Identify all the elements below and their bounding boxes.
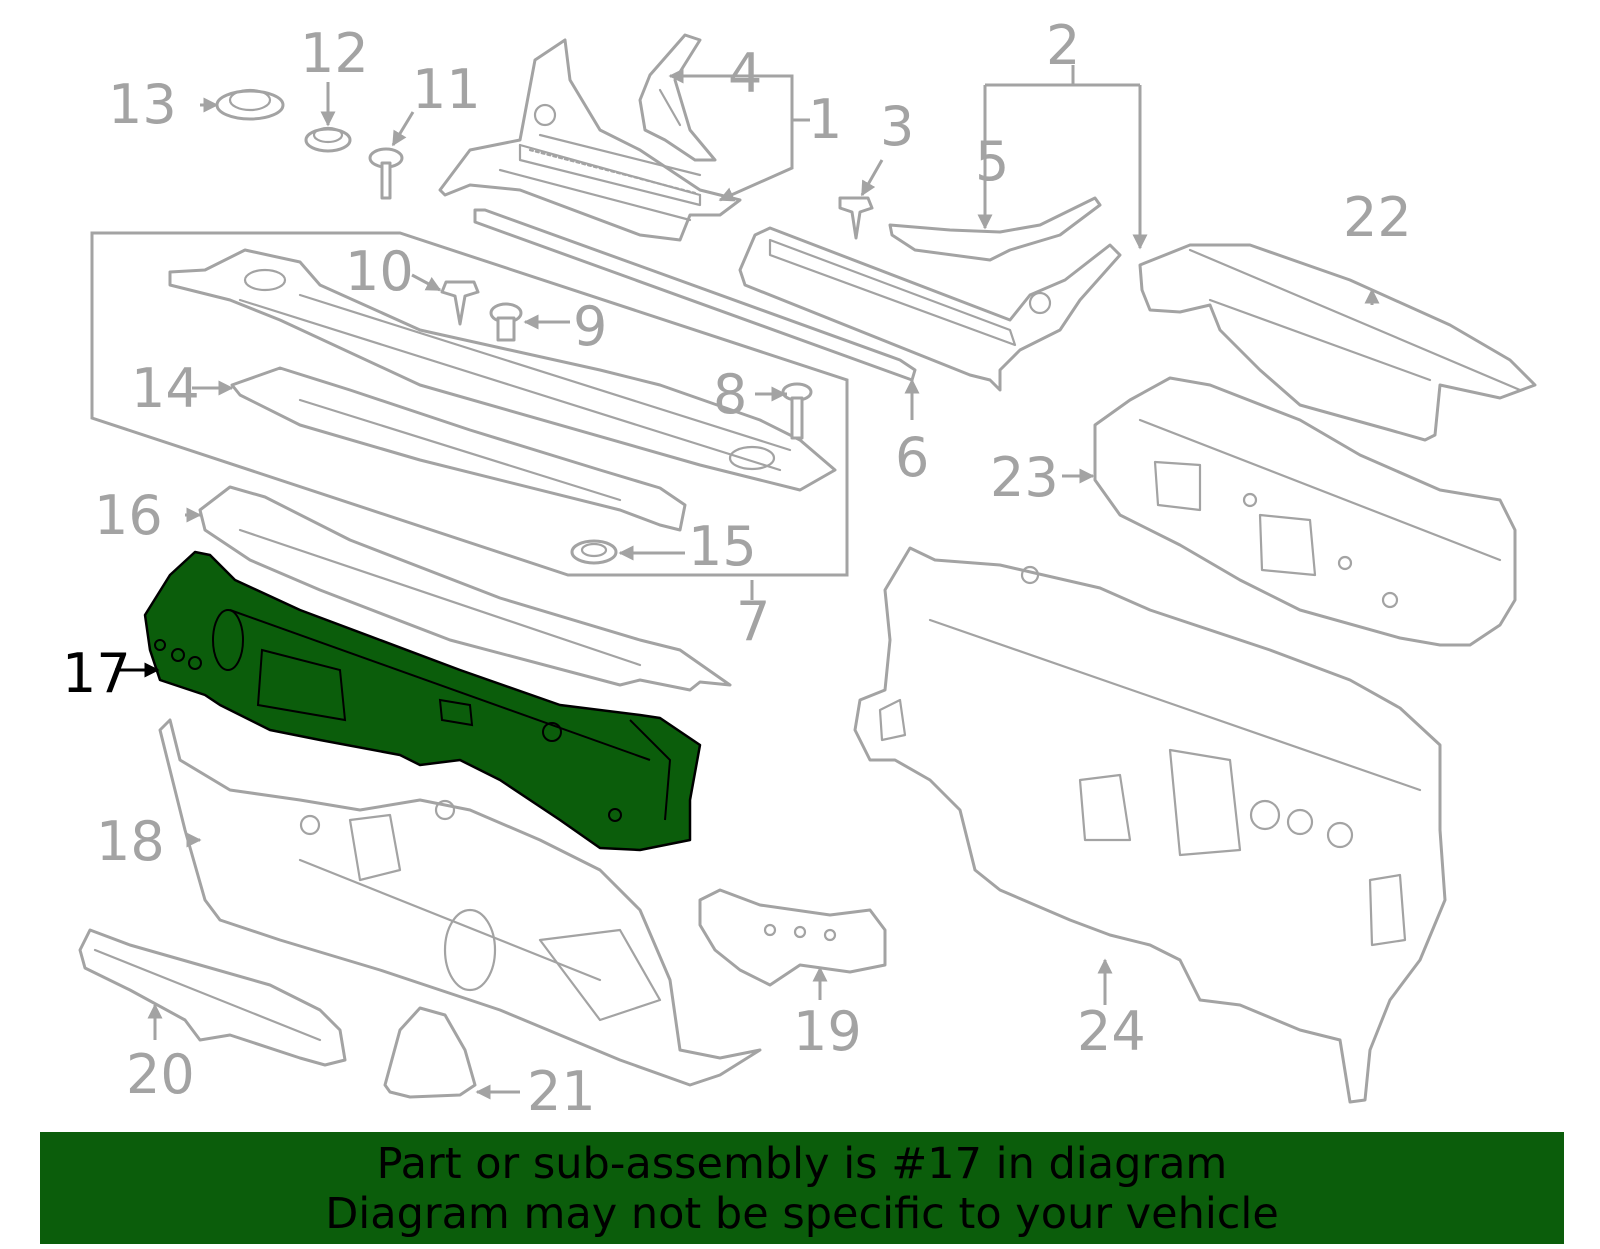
callout-2: 2 <box>1046 14 1080 77</box>
part-23-silencer <box>1093 376 1517 647</box>
part-22-outer-panel <box>1138 243 1537 442</box>
callout-19: 19 <box>793 1000 862 1063</box>
callout-20: 20 <box>126 1043 195 1106</box>
callout-10: 10 <box>345 240 414 303</box>
part-18-dash-insulator <box>158 718 762 1087</box>
part-21-cover <box>383 1006 477 1099</box>
callout-7: 7 <box>736 590 770 653</box>
part-16-reinforcement <box>198 485 732 692</box>
part-17-dash-panel-upper <box>143 550 702 852</box>
callout-5: 5 <box>975 130 1009 193</box>
part-12-plug <box>304 126 352 153</box>
callout-12: 12 <box>300 22 369 85</box>
callout-8: 8 <box>713 363 747 426</box>
part-11-bolt <box>368 147 404 200</box>
callout-21: 21 <box>527 1060 596 1123</box>
part-3-push-clip <box>838 196 874 240</box>
part-15-grommet <box>570 539 618 565</box>
part-6-weatherstrip <box>473 208 917 382</box>
callout-11: 11 <box>412 58 481 121</box>
assembly-7-box <box>90 231 849 577</box>
part-13-grommet <box>215 88 285 121</box>
callout-15: 15 <box>688 515 757 578</box>
leader-lines <box>115 65 1380 1100</box>
part-2-cowl-grille-assembly <box>738 226 1122 392</box>
callout-6: 6 <box>895 426 929 489</box>
callout-23: 23 <box>990 446 1059 509</box>
callout-labels: 1 2 3 4 5 6 7 8 9 10 11 12 13 14 15 16 1… <box>62 14 1412 1123</box>
banner-line-1: Part or sub-assembly is #17 in diagram <box>376 1139 1228 1189</box>
callout-3: 3 <box>880 95 914 158</box>
part-19-bracket <box>698 888 887 987</box>
part-24-dash-panel <box>853 546 1447 1104</box>
info-banner: Part or sub-assembly is #17 in diagram D… <box>40 1132 1564 1244</box>
callout-22: 22 <box>1343 186 1412 249</box>
part-14-brace <box>230 366 687 532</box>
callout-24: 24 <box>1077 1000 1146 1063</box>
part-10-push-pin <box>440 280 480 326</box>
callout-4: 4 <box>728 42 762 105</box>
banner-line-2: Diagram may not be specific to your vehi… <box>325 1189 1279 1239</box>
callout-18: 18 <box>96 810 165 873</box>
callout-13: 13 <box>108 73 177 136</box>
callout-17: 17 <box>62 642 131 705</box>
part-8-bolt <box>781 382 813 440</box>
part-7-upper-cowl-panel <box>168 248 837 492</box>
callout-9: 9 <box>573 295 607 358</box>
callout-14: 14 <box>131 357 200 420</box>
callout-1: 1 <box>808 88 842 151</box>
part-20-lower-rail <box>78 928 347 1067</box>
part-9-clip <box>489 302 523 342</box>
callout-16: 16 <box>94 484 163 547</box>
part-5-cover <box>888 196 1102 262</box>
part-4-bracket <box>638 33 717 162</box>
